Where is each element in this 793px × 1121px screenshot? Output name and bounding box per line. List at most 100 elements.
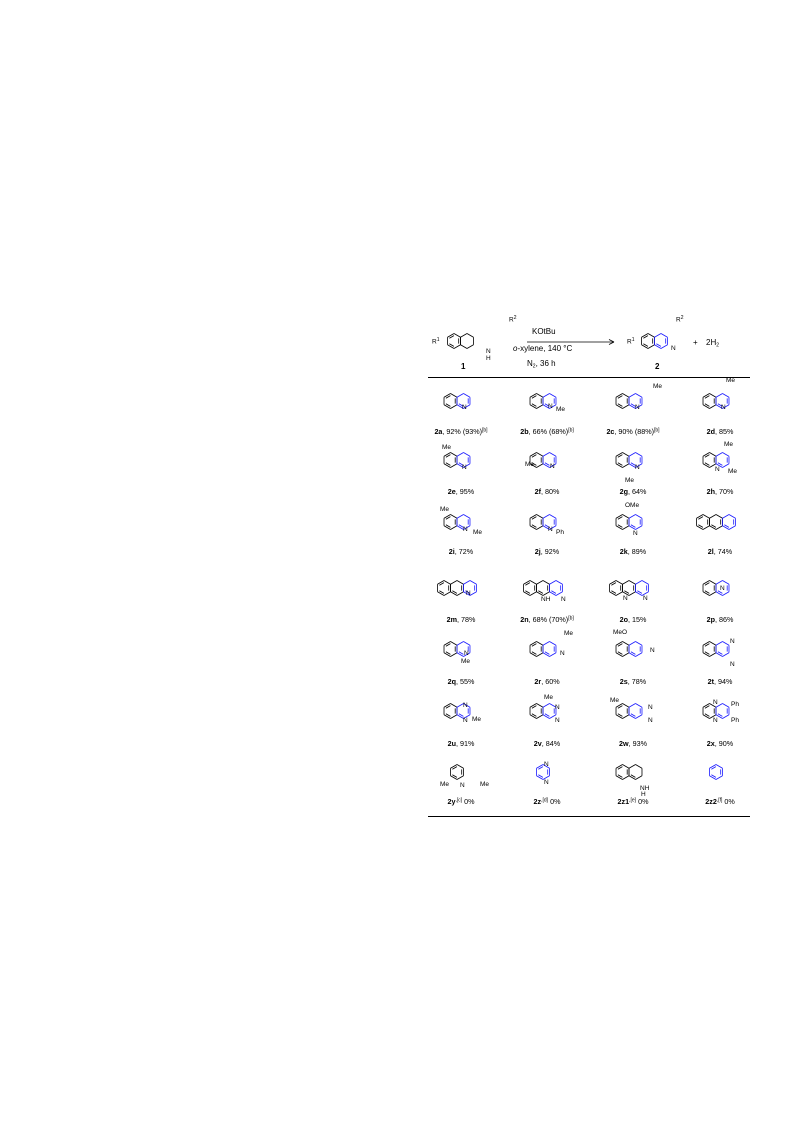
product-r2-label: R2 bbox=[676, 315, 684, 324]
bond bbox=[445, 516, 451, 520]
bond bbox=[728, 525, 736, 530]
bond bbox=[466, 344, 474, 349]
bond bbox=[450, 641, 458, 646]
bond bbox=[617, 524, 623, 528]
bond bbox=[549, 641, 557, 646]
bond bbox=[624, 590, 630, 594]
bond bbox=[450, 775, 458, 780]
bond bbox=[439, 582, 445, 586]
bond bbox=[463, 641, 471, 646]
bond bbox=[529, 591, 537, 596]
bond bbox=[635, 764, 643, 769]
atom-label-n: N bbox=[462, 404, 467, 411]
bond bbox=[622, 452, 630, 457]
bond bbox=[456, 514, 464, 519]
atom-label-n: N bbox=[720, 585, 725, 592]
bond bbox=[715, 703, 723, 708]
bond bbox=[617, 774, 623, 778]
bond bbox=[709, 591, 717, 596]
bond bbox=[549, 580, 557, 585]
atom-label-n: N bbox=[635, 464, 640, 471]
atmosphere-label: N2, 36 h bbox=[527, 359, 556, 370]
bond bbox=[456, 764, 464, 769]
compound-label-2h: 2h, 70% bbox=[706, 487, 734, 496]
bond bbox=[709, 525, 717, 530]
bond bbox=[445, 651, 451, 655]
compound-label-2s: 2s, 78% bbox=[619, 677, 647, 686]
bond bbox=[456, 714, 464, 719]
bond bbox=[617, 403, 623, 407]
bond bbox=[622, 764, 630, 769]
bond bbox=[450, 591, 458, 596]
compound-label-2g: 2g, 64% bbox=[619, 487, 647, 496]
bond bbox=[443, 393, 451, 398]
bond bbox=[617, 462, 623, 466]
bond bbox=[443, 703, 451, 708]
atom-label-n: N bbox=[466, 590, 471, 597]
compound-label-2n: 2n, 68% (70%)[b] bbox=[520, 615, 574, 624]
bond bbox=[458, 651, 464, 655]
atom-label-me: Me bbox=[480, 781, 490, 788]
bond bbox=[608, 339, 615, 343]
bond bbox=[656, 343, 662, 347]
atom-label-me: Me bbox=[556, 406, 566, 413]
bond bbox=[536, 452, 544, 457]
bond bbox=[709, 580, 717, 585]
bond bbox=[615, 652, 623, 657]
compound-label-2i: 2i, 72% bbox=[448, 547, 474, 556]
bond bbox=[709, 764, 717, 769]
bond bbox=[702, 591, 710, 596]
bond bbox=[536, 764, 544, 769]
atom-label-n: N bbox=[713, 699, 718, 706]
bond bbox=[538, 774, 544, 778]
conditions-label: o-xylene, 140 °C bbox=[513, 344, 573, 353]
bond bbox=[542, 764, 550, 769]
structure-drawings bbox=[437, 333, 736, 780]
bond bbox=[635, 580, 643, 585]
bond bbox=[702, 703, 710, 708]
bond bbox=[536, 591, 544, 596]
bond bbox=[622, 525, 630, 530]
bond bbox=[643, 335, 649, 339]
bond bbox=[722, 452, 730, 457]
bond bbox=[617, 713, 623, 717]
bond bbox=[728, 514, 736, 519]
bond bbox=[445, 462, 451, 466]
bond bbox=[529, 652, 537, 657]
bond bbox=[647, 344, 655, 349]
bond bbox=[437, 580, 445, 585]
bond bbox=[615, 580, 623, 585]
bond bbox=[622, 652, 630, 657]
atom-label-me: Me bbox=[653, 383, 663, 390]
bond bbox=[715, 514, 723, 519]
bond bbox=[702, 580, 710, 585]
compound-label-2b: 2b, 66% (68%)[b] bbox=[520, 427, 574, 436]
bond bbox=[531, 462, 537, 466]
bond bbox=[445, 403, 451, 407]
bond bbox=[704, 403, 710, 407]
bond bbox=[549, 452, 557, 457]
bond bbox=[628, 714, 636, 719]
bond bbox=[456, 641, 464, 646]
bond bbox=[456, 452, 464, 457]
bond bbox=[450, 463, 458, 468]
bond bbox=[654, 333, 662, 338]
atom-label-n: N bbox=[715, 466, 720, 473]
bond bbox=[536, 580, 544, 585]
bond bbox=[635, 463, 643, 468]
compound-label-2z: 2z,[d] 0% bbox=[533, 797, 561, 806]
bond bbox=[615, 463, 623, 468]
bond bbox=[622, 714, 630, 719]
bond bbox=[696, 514, 704, 519]
bond bbox=[641, 591, 649, 596]
bond bbox=[615, 404, 623, 409]
bond bbox=[615, 714, 623, 719]
bond bbox=[443, 514, 451, 519]
compound-label-2z1: 2z1,[e] 0% bbox=[617, 797, 649, 806]
atom-label-n: N bbox=[550, 463, 555, 470]
bond bbox=[709, 714, 717, 719]
bond bbox=[617, 766, 623, 770]
bond bbox=[531, 643, 537, 647]
bond bbox=[709, 514, 717, 519]
bond bbox=[704, 705, 710, 709]
